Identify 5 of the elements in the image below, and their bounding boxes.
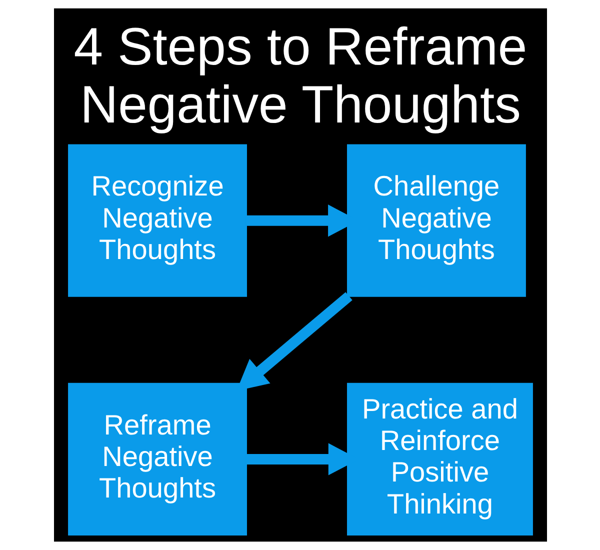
diagram-title: 4 Steps to Reframe Negative Thoughts <box>73 17 527 134</box>
node-box: Reframe Negative Thoughts <box>68 382 246 536</box>
node-box: Practice and Reinforce Positive Thinking <box>346 382 532 536</box>
node-box: Challenge Negative Thoughts <box>346 144 526 297</box>
node-box: Recognize Negative Thoughts <box>68 144 246 297</box>
